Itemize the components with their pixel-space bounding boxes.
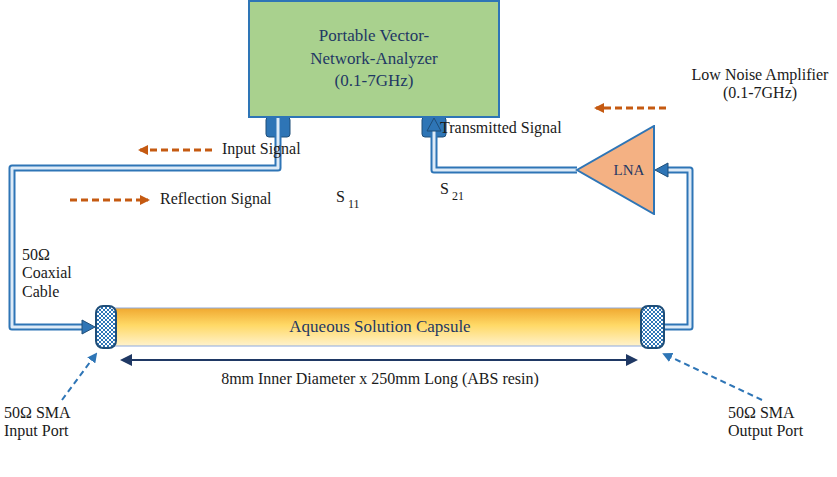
reflection-signal-arrow bbox=[70, 199, 148, 202]
s-parameter-subscript: 21 bbox=[452, 190, 464, 204]
node-text: Aqueous Solution Capsule bbox=[289, 317, 470, 337]
port-label: 50Ω SMA Output Port bbox=[728, 404, 828, 441]
leader-line bbox=[664, 354, 762, 400]
dimension-arrow bbox=[122, 359, 636, 361]
analyzer-box: Portable Vector- Network-Analyzer (0.1-7… bbox=[248, 0, 500, 118]
signal-label: Transmitted Signal bbox=[440, 119, 562, 137]
signal-label: Reflection Signal bbox=[160, 190, 272, 208]
input-signal-arrow bbox=[140, 149, 212, 152]
port-label: 50Ω SMA Input Port bbox=[4, 404, 94, 441]
coaxial-cable bbox=[427, 118, 577, 170]
node-text: Portable Vector- Network-Analyzer (0.1-7… bbox=[294, 25, 454, 94]
node-text: LNA bbox=[614, 162, 645, 179]
amplifier-triangle: LNA bbox=[575, 125, 655, 215]
s-parameter-subscript: 11 bbox=[348, 198, 360, 212]
amplifier-label: Low Noise Amplifier (0.1-7GHz) bbox=[686, 66, 834, 103]
dimension-label: 8mm Inner Diameter x 250mm Long (ABS res… bbox=[110, 370, 650, 388]
cable-label: 50Ω Coaxial Cable bbox=[22, 246, 88, 301]
coaxial-cable bbox=[655, 163, 690, 327]
signal-label: Input Signal bbox=[222, 140, 301, 158]
transmitted-signal-arrow bbox=[596, 107, 666, 110]
s-parameter: S bbox=[336, 188, 345, 206]
s-parameter: S bbox=[440, 180, 449, 198]
leader-line bbox=[62, 354, 96, 400]
solution-capsule: Aqueous Solution Capsule bbox=[95, 305, 665, 349]
